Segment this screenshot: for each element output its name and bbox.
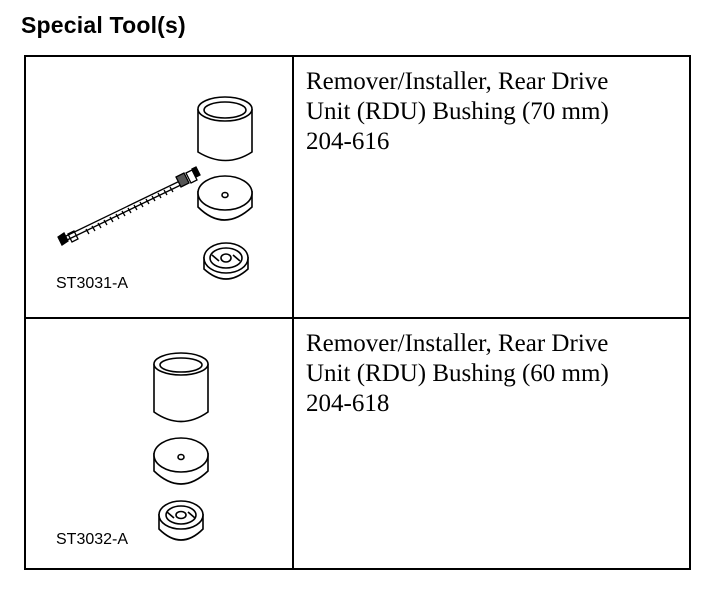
tool-description: Remover/Installer, Rear Drive Unit (RDU)… — [306, 67, 686, 157]
tool-row: ST3031-A Remover/Installer, Rear Drive U… — [26, 57, 689, 319]
page-title: Special Tool(s) — [21, 12, 186, 38]
receiver-cup-icon — [153, 352, 209, 423]
bushing-tool-set-60mm-icon — [153, 352, 209, 541]
part-number: 204-618 — [306, 390, 390, 417]
bushing-adapter-icon — [203, 242, 249, 280]
installer-disc-icon — [153, 437, 209, 485]
description-line: Unit (RDU) Bushing (70 mm) — [306, 98, 609, 125]
special-tools-table: ST3031-A Remover/Installer, Rear Drive U… — [24, 55, 691, 570]
tool-illustration: ST3031-A — [26, 57, 292, 317]
description-line: Unit (RDU) Bushing (60 mm) — [306, 360, 609, 387]
forcing-screw-icon — [57, 166, 201, 246]
figure-label: ST3032-A — [56, 531, 129, 548]
figure-label: ST3031-A — [56, 275, 129, 292]
part-number: 204-616 — [306, 128, 390, 155]
column-divider — [292, 319, 294, 568]
column-divider — [292, 57, 294, 317]
installer-disc-icon — [197, 175, 253, 221]
tool-illustration: ST3032-A — [26, 319, 292, 568]
receiver-cup-icon — [197, 96, 253, 162]
bushing-adapter-icon — [158, 500, 204, 541]
tool-row: ST3032-A Remover/Installer, Rear Drive U… — [26, 319, 689, 568]
bushing-tool-set-70mm-icon — [57, 96, 253, 280]
tool-description: Remover/Installer, Rear Drive Unit (RDU)… — [306, 329, 686, 419]
description-line: Remover/Installer, Rear Drive — [306, 330, 609, 357]
description-line: Remover/Installer, Rear Drive — [306, 68, 609, 95]
